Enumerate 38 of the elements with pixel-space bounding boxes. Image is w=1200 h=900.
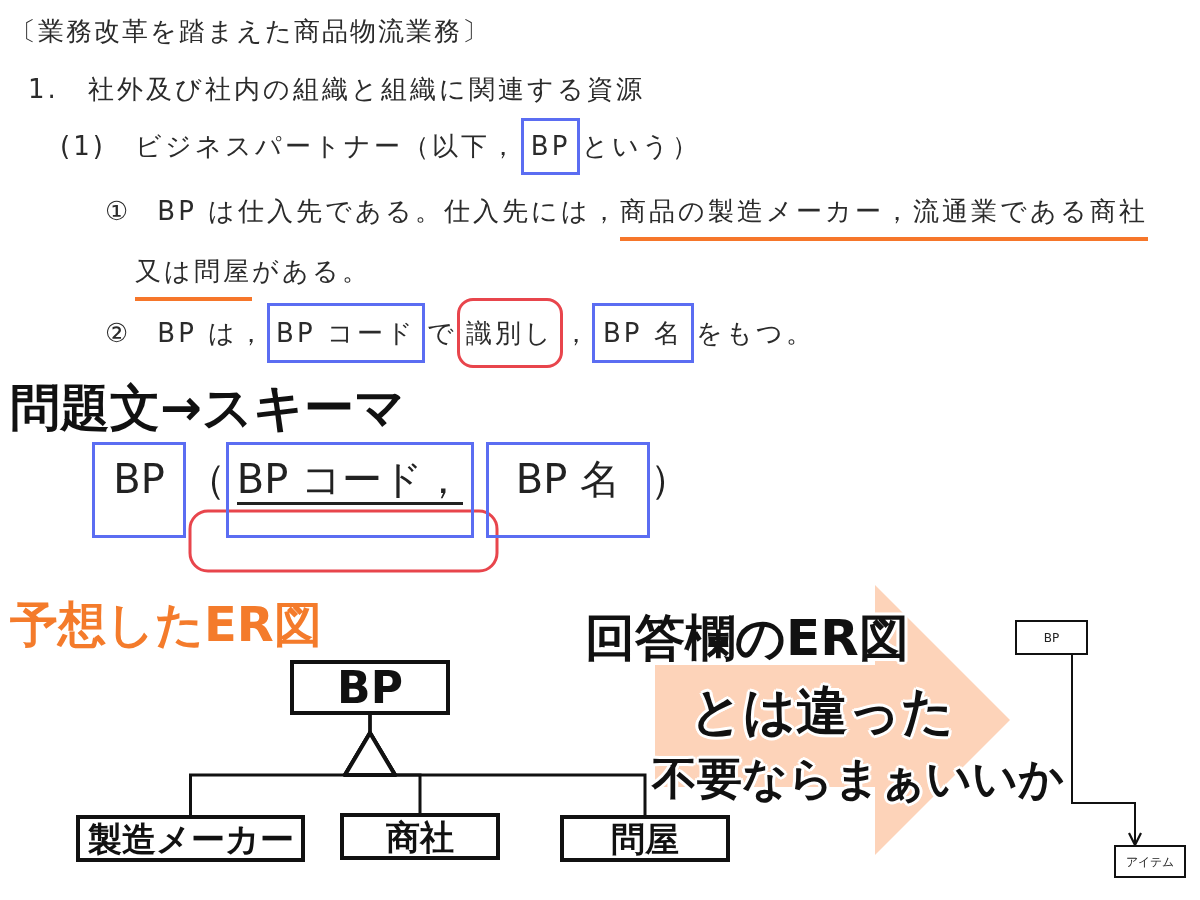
comment-text: 不要ならまぁいいか (652, 752, 1064, 806)
underlined-text: 商品の製造メーカー，流通業である商社 (620, 192, 1149, 241)
rounded-highlight-box: 識別し (456, 298, 563, 368)
question-text: ， (562, 316, 592, 350)
arrow (1071, 654, 1143, 847)
entity-box: 製造メーカー (76, 815, 305, 862)
item-number: ① (105, 195, 132, 228)
entity-box: 問屋 (560, 815, 730, 862)
question-text: をもつ。 (695, 316, 815, 350)
parenthesis: ） (650, 457, 690, 501)
highlight-box: BP (520, 118, 581, 175)
question-text: BP は， (157, 316, 268, 350)
entity-box: 商社 (340, 813, 500, 860)
item-number: ② (105, 316, 132, 350)
highlight-box: BP (92, 442, 186, 538)
question-text: で (426, 316, 457, 350)
entity-box: BP (1015, 620, 1088, 655)
question-text: BP は仕入先である。仕入先には， (157, 195, 621, 228)
question-heading: 〔業務改革を踏まえた商品物流業務〕 (10, 15, 490, 48)
entity-box: BP (290, 660, 450, 715)
question-text: という） (582, 130, 702, 163)
item-number: (1) (60, 130, 106, 163)
entity-box: アイテム (1114, 845, 1186, 878)
highlight-box: BP 名 (486, 442, 650, 538)
highlight-box: BP 名 (591, 303, 694, 363)
question-text: 社外及び社内の組織と組織に関連する資源 (87, 73, 645, 106)
section-heading: 問題文→スキーマ (10, 378, 405, 438)
subtype-connector (343, 715, 647, 815)
item-number: 1. (28, 73, 59, 106)
highlight-box: BP コード， (226, 442, 474, 538)
comment-text: とは違った (690, 680, 954, 743)
question-text: がある。 (252, 255, 371, 288)
underlined-text: 又は問屋 (135, 252, 252, 301)
question-text: ビジネスパートナー（以下， (134, 130, 519, 163)
parenthesis: （ (186, 457, 226, 501)
highlight-box: BP コード (267, 303, 425, 363)
section-heading: 予想したER図 (10, 596, 322, 654)
comment-text: 回答欄のER図 (585, 608, 909, 668)
